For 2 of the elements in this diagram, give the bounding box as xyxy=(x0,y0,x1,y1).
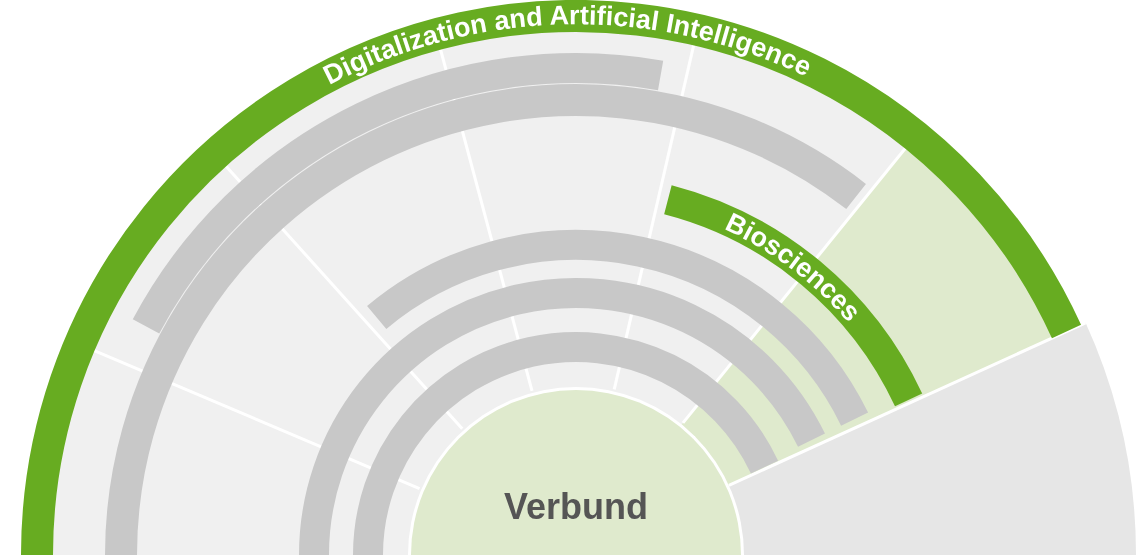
arc-band xyxy=(21,0,1081,555)
center-label: Verbund xyxy=(504,489,648,525)
